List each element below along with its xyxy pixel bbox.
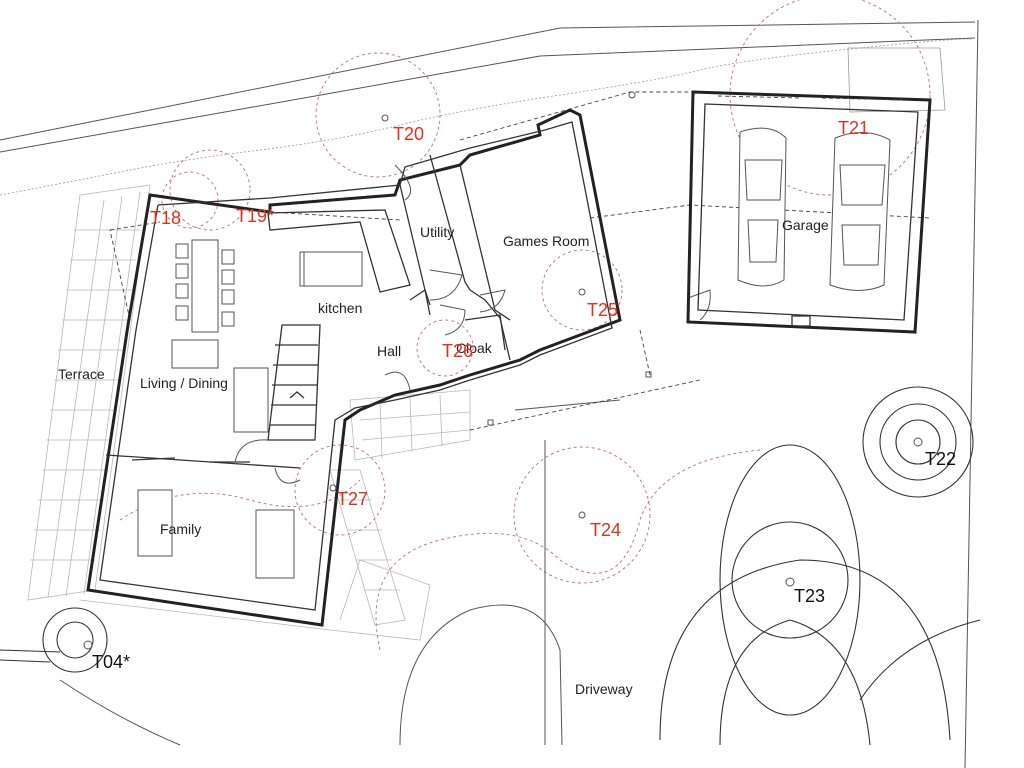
doors: [234, 164, 711, 484]
driveway: [399, 399, 621, 746]
room-label-living-dining: Living / Dining: [140, 375, 228, 391]
tree-label-t24: T24: [590, 520, 621, 540]
terrace-paving: [27, 184, 471, 641]
tree-canopies-black: [0, 386, 981, 746]
room-label-utility: Utility: [420, 224, 454, 240]
tree-label-t04: T04*: [92, 652, 130, 672]
room-label-cloak: Cloak: [456, 340, 493, 356]
room-label-driveway: Driveway: [575, 681, 633, 697]
garage-walls: [686, 90, 932, 334]
tree-label-t19: T19*: [236, 206, 274, 226]
tree-markers: [83, 91, 923, 650]
tree-label-t21: T21: [838, 118, 869, 138]
site-boundary: [0, 19, 979, 768]
room-label-hall: Hall: [377, 343, 401, 359]
tree-label-t20: T20: [393, 124, 424, 144]
tree-label-t25: T25: [587, 300, 618, 320]
room-label-family: Family: [160, 521, 201, 537]
tree-label-t27: T27: [337, 489, 368, 509]
room-label-garage: Garage: [782, 217, 829, 233]
room-label-games-room: Games Room: [503, 233, 589, 249]
furniture: [137, 239, 363, 579]
tree-label-t18: T18: [150, 208, 181, 228]
room-label-terrace: Terrace: [58, 366, 105, 382]
tree-labels: T18 T19* T20 T21 T22 T23 T24 T25 T26 T27…: [92, 118, 956, 672]
tree-canopies: [119, 0, 931, 651]
tree-label-t22: T22: [925, 449, 956, 469]
room-labels: Terrace Living / Dining kitchen Utility …: [58, 217, 829, 697]
tree-label-t23: T23: [794, 586, 825, 606]
tree-label-t26: T26: [442, 341, 473, 361]
cars: [737, 127, 891, 291]
room-label-kitchen: kitchen: [318, 300, 362, 316]
house-walls: [86, 108, 622, 627]
